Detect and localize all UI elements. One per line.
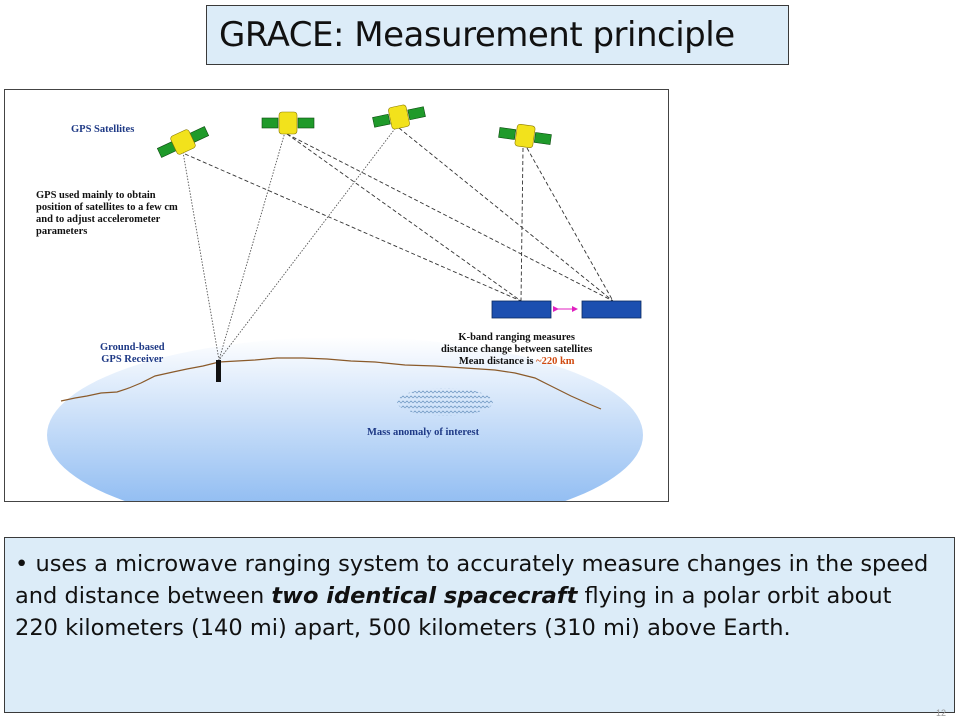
mean-distance-value: ~220 km [536,356,575,367]
mean-distance-line: Mean distance is ~220 km [441,356,592,368]
gps-satellites-label: GPS Satellites [71,124,135,135]
terrain-profile [60,357,602,410]
gps-satellite-3-icon [372,104,426,130]
mean-distance-prefix: Mean distance is [458,356,537,367]
bullet-marker: • [15,551,36,577]
page-number: 12 [935,708,946,718]
slide-title: GRACE: Measurement principle [219,15,735,55]
ground-receiver-icon [216,360,221,382]
gps-note: GPS used mainly to obtain position of sa… [36,190,178,238]
grace-diagram: GPS Satellites GPS used mainly to obtain… [4,89,669,502]
gps-note-line-2: position of satellites to a few cm [36,202,178,213]
ground-receiver-label: Ground-based GPS Receiver [100,342,165,366]
gps-satellite-4-icon [498,123,552,149]
gps-note-line-4: parameters [36,226,88,237]
gps-satellite-2-icon [261,111,315,135]
gps-satellite-1-icon [156,126,210,158]
kband-label-line-1: K-band ranging measures [458,332,575,343]
description-box: • uses a microwave ranging system to acc… [4,537,955,713]
title-box: GRACE: Measurement principle [206,5,789,65]
gps-note-line-1: GPS used mainly to obtain [36,190,156,201]
grace-satellite-b-icon [581,300,642,319]
bullet-text-after: flying in a polar orbit about 220 kilome… [15,583,892,641]
bullet-text-before: uses a microwave ranging system to accur… [15,551,929,609]
grace-satellite-a-icon [491,300,552,319]
diagram-canvas [47,104,643,501]
bullet-emphasis: two identical spacecraft [271,583,578,609]
mass-anomaly-label: Mass anomaly of interest [367,427,480,438]
kband-label-line-2: distance change between satellites [441,344,593,355]
kband-label: K-band ranging measures distance change … [441,332,592,368]
earth-surface [47,337,643,501]
mass-anomaly-shape [397,388,493,416]
receiver-label-line-1: Ground-based [100,342,165,353]
gps-grace-links [184,127,614,302]
receiver-label-line-2: GPS Receiver [101,354,164,365]
gps-receiver-links [182,125,398,361]
gps-note-line-3: and to adjust accelerometer [36,214,161,225]
